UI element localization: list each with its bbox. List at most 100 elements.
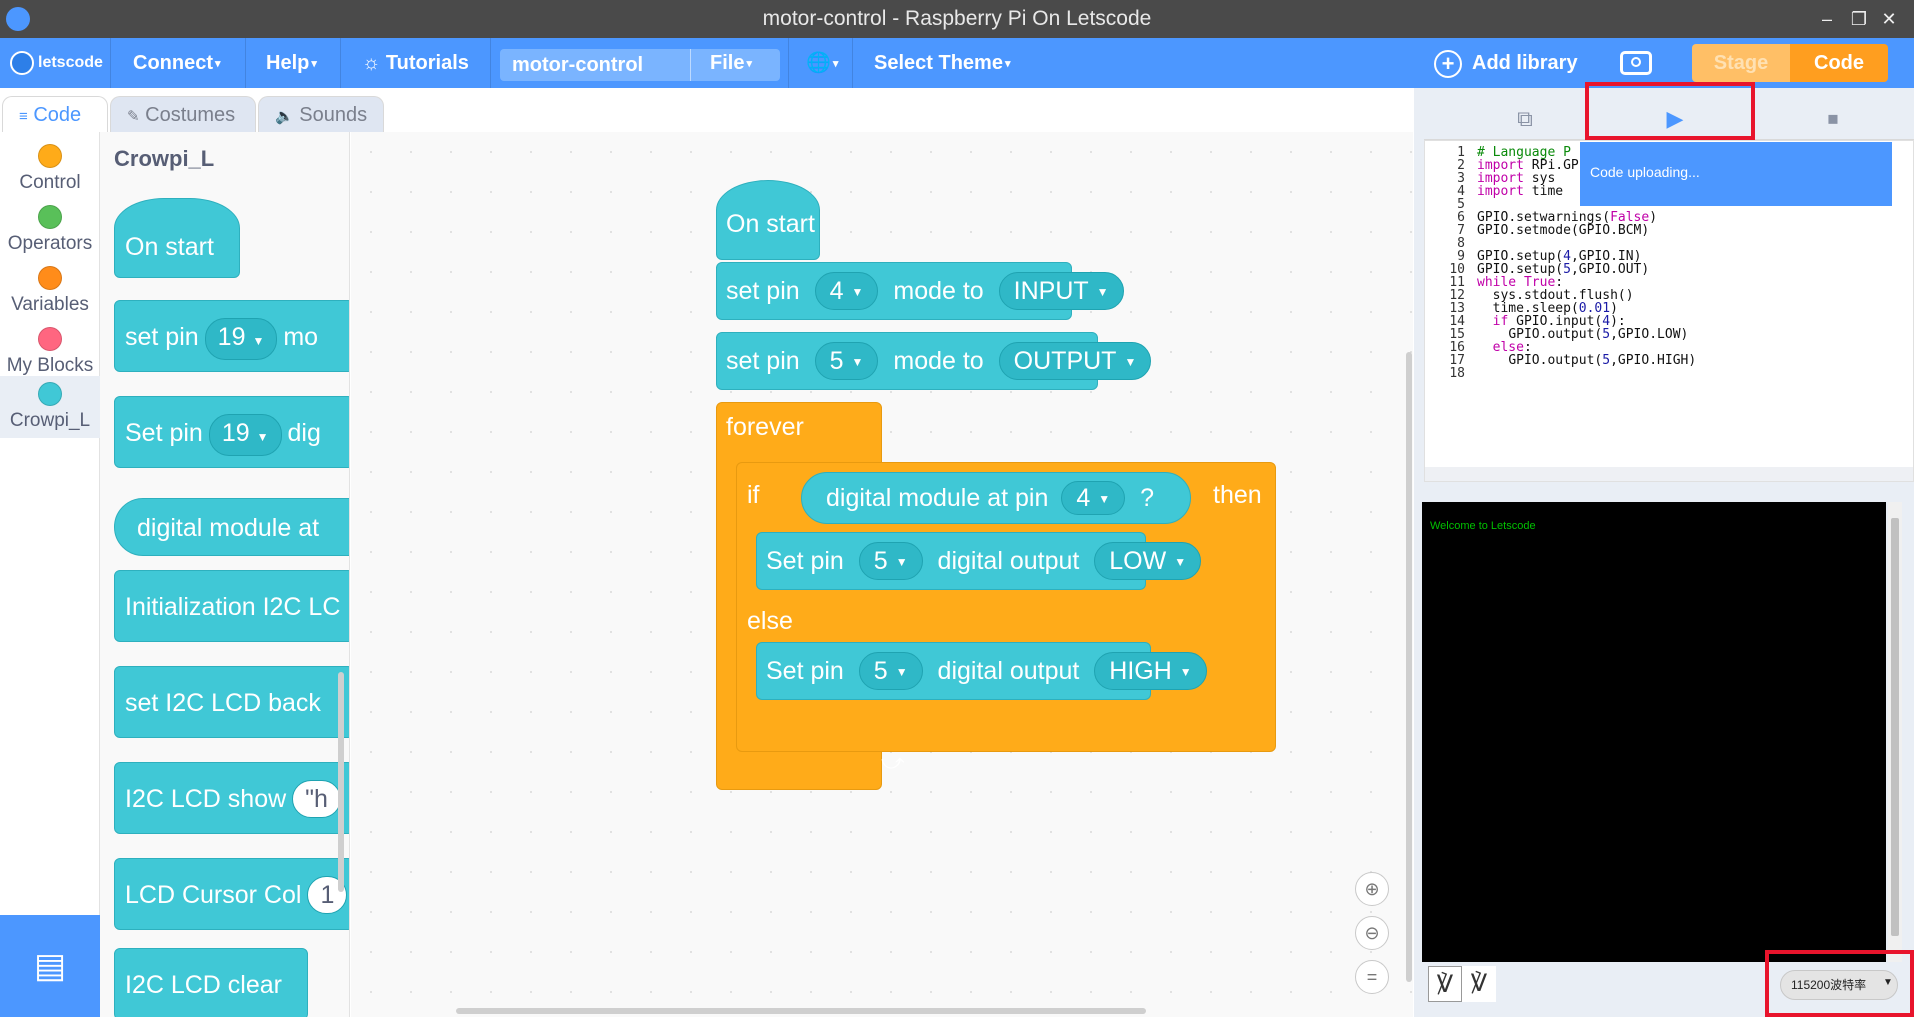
- line-number: 1: [1457, 145, 1465, 160]
- chevron-down-icon: ▼: [1096, 285, 1109, 300]
- connect-menu[interactable]: Connect▾: [133, 38, 221, 88]
- camera-lens: [1631, 57, 1641, 67]
- condition-pin-dropdown[interactable]: 4▼: [1061, 481, 1126, 515]
- vertical-scrollbar[interactable]: [1406, 352, 1412, 982]
- tab-code[interactable]: ≡ Code: [2, 96, 108, 132]
- file-label: File: [710, 52, 745, 74]
- set-pin-high-block[interactable]: Set pin 5▼ digital output HIGH▼: [756, 642, 1207, 700]
- palette-block-init-i2c[interactable]: Initialization I2C LC: [114, 570, 349, 642]
- active-line-highlight: [1425, 467, 1913, 481]
- set-pin-low-block[interactable]: Set pin 5▼ digital output LOW▼: [756, 532, 1202, 590]
- tutorials-menu[interactable]: ☼ Tutorials: [362, 38, 469, 88]
- palette-block-set-i2c-back[interactable]: set I2C LCD back: [114, 666, 349, 738]
- pin-dropdown[interactable]: 4▼: [814, 272, 879, 310]
- chevron-down-icon: ▼: [1179, 665, 1192, 680]
- line-number: 6: [1457, 210, 1465, 225]
- baud-rate-select[interactable]: 115200波特率: [1780, 970, 1898, 1000]
- app-icon: [6, 7, 30, 31]
- script-workspace[interactable]: forever ⤻ if then else digital module at…: [351, 132, 1413, 1017]
- code-line: import RPi.GP: [1477, 158, 1579, 173]
- menu-divider: [490, 38, 491, 88]
- chevron-down-icon: ▼: [895, 665, 908, 680]
- stage-button[interactable]: Stage: [1692, 44, 1790, 82]
- text-value: "h: [305, 785, 328, 813]
- pin-value: 5: [873, 657, 888, 685]
- minimize-icon[interactable]: –: [1821, 9, 1832, 29]
- stop-icon[interactable]: ⏹: [1827, 106, 1839, 131]
- letscode-logo[interactable]: [10, 51, 34, 75]
- palette-block-i2c-clear[interactable]: I2C LCD clear: [114, 948, 308, 1017]
- line-number: 11: [1449, 275, 1465, 290]
- level-value: LOW: [1109, 547, 1167, 575]
- palette-scrollbar[interactable]: [338, 672, 344, 892]
- category-variables[interactable]: Variables: [0, 260, 100, 320]
- add-library-label: Add library: [1472, 52, 1578, 74]
- usb-icon[interactable]: ℣: [1428, 966, 1462, 1002]
- category-my-blocks[interactable]: My Blocks: [0, 321, 100, 381]
- serial-console[interactable]: Welcome to Letscode: [1422, 502, 1886, 962]
- menu-divider: [788, 38, 789, 88]
- mode-dropdown[interactable]: OUTPUT▼: [998, 342, 1152, 380]
- select-theme-menu[interactable]: Select Theme▾: [874, 38, 1010, 88]
- project-name-field[interactable]: motor-control: [500, 49, 780, 81]
- block-text: Set pin: [766, 657, 844, 685]
- usb-disconnect-icon[interactable]: ℣: [1462, 966, 1496, 1002]
- chevron-down-icon: ▼: [256, 430, 269, 444]
- pin-dropdown[interactable]: 19 ▼: [204, 318, 278, 360]
- pin-value: 5: [829, 347, 844, 375]
- category-control[interactable]: Control: [0, 138, 100, 198]
- pin-dropdown[interactable]: 5▼: [858, 652, 923, 690]
- maximize-icon[interactable]: ❐: [1850, 9, 1868, 29]
- palette-block-i2c-show[interactable]: I2C LCD show"h: [114, 762, 349, 834]
- upload-run-icon[interactable]: ▶: [1666, 106, 1684, 131]
- zoom-reset-icon[interactable]: =: [1355, 960, 1389, 994]
- category-dot: [38, 266, 62, 290]
- mode-dropdown[interactable]: INPUT▼: [998, 272, 1124, 310]
- menu-divider: [245, 38, 246, 88]
- add-extension-button[interactable]: ▤: [0, 915, 100, 1017]
- zoom-in-icon[interactable]: ⊕: [1355, 872, 1389, 906]
- digital-module-condition[interactable]: digital module at pin 4▼ ?: [801, 472, 1191, 524]
- camera-icon[interactable]: [1620, 51, 1652, 75]
- file-menu[interactable]: File▾: [710, 38, 752, 88]
- output-level-dropdown[interactable]: LOW ▼: [1094, 542, 1202, 580]
- output-level-dropdown[interactable]: HIGH▼: [1094, 652, 1207, 690]
- chevron-down-icon: ▼: [1174, 555, 1187, 570]
- pin-value: 19: [221, 419, 250, 447]
- language-menu[interactable]: 🌐▾: [806, 38, 838, 88]
- category-crowpi-l[interactable]: Crowpi_L: [0, 376, 100, 438]
- help-menu[interactable]: Help▾: [266, 38, 317, 88]
- zoom-out-icon[interactable]: ⊖: [1355, 916, 1389, 950]
- category-dot: [38, 205, 62, 229]
- palette-block-digital-module[interactable]: digital module at: [114, 498, 349, 556]
- chevron-down-icon: ▼: [895, 555, 908, 570]
- code-line: GPIO.setup(5,GPIO.OUT): [1477, 262, 1650, 277]
- console-scrollbar-thumb[interactable]: [1891, 518, 1899, 936]
- line-number: 4: [1457, 184, 1465, 199]
- block-text: Initialization I2C LC: [125, 593, 341, 621]
- pin-dropdown[interactable]: 5▼: [858, 542, 923, 580]
- tab-sounds[interactable]: 🔈 Sounds: [258, 96, 384, 132]
- set-pin-mode-output-block[interactable]: set pin 5▼ mode to OUTPUT▼: [716, 332, 1152, 390]
- pin-value: 4: [829, 277, 844, 305]
- pin-dropdown[interactable]: 19 ▼: [208, 414, 282, 456]
- palette-block-on-start[interactable]: On start: [114, 198, 240, 278]
- close-icon[interactable]: ✕: [1881, 9, 1897, 29]
- add-library-button[interactable]: +Add library: [1434, 38, 1578, 88]
- set-pin-mode-input-block[interactable]: set pin 4▼ mode to INPUT▼: [716, 262, 1124, 320]
- on-start-hat-block[interactable]: On start: [716, 180, 820, 260]
- number-value: 1: [320, 881, 335, 909]
- connect-label: Connect: [133, 52, 213, 74]
- code-line: GPIO.setmode(GPIO.BCM): [1477, 223, 1650, 238]
- tab-costumes[interactable]: ✎ Costumes: [110, 96, 256, 132]
- palette-title: Crowpi_L: [114, 146, 215, 171]
- category-operators[interactable]: Operators: [0, 199, 100, 259]
- pin-dropdown[interactable]: 5▼: [814, 342, 879, 380]
- copy-icon[interactable]: ⧉: [1517, 106, 1533, 131]
- code-button[interactable]: Code: [1790, 44, 1888, 82]
- text-input[interactable]: "h: [292, 780, 341, 818]
- horizontal-scrollbar[interactable]: [456, 1008, 1146, 1014]
